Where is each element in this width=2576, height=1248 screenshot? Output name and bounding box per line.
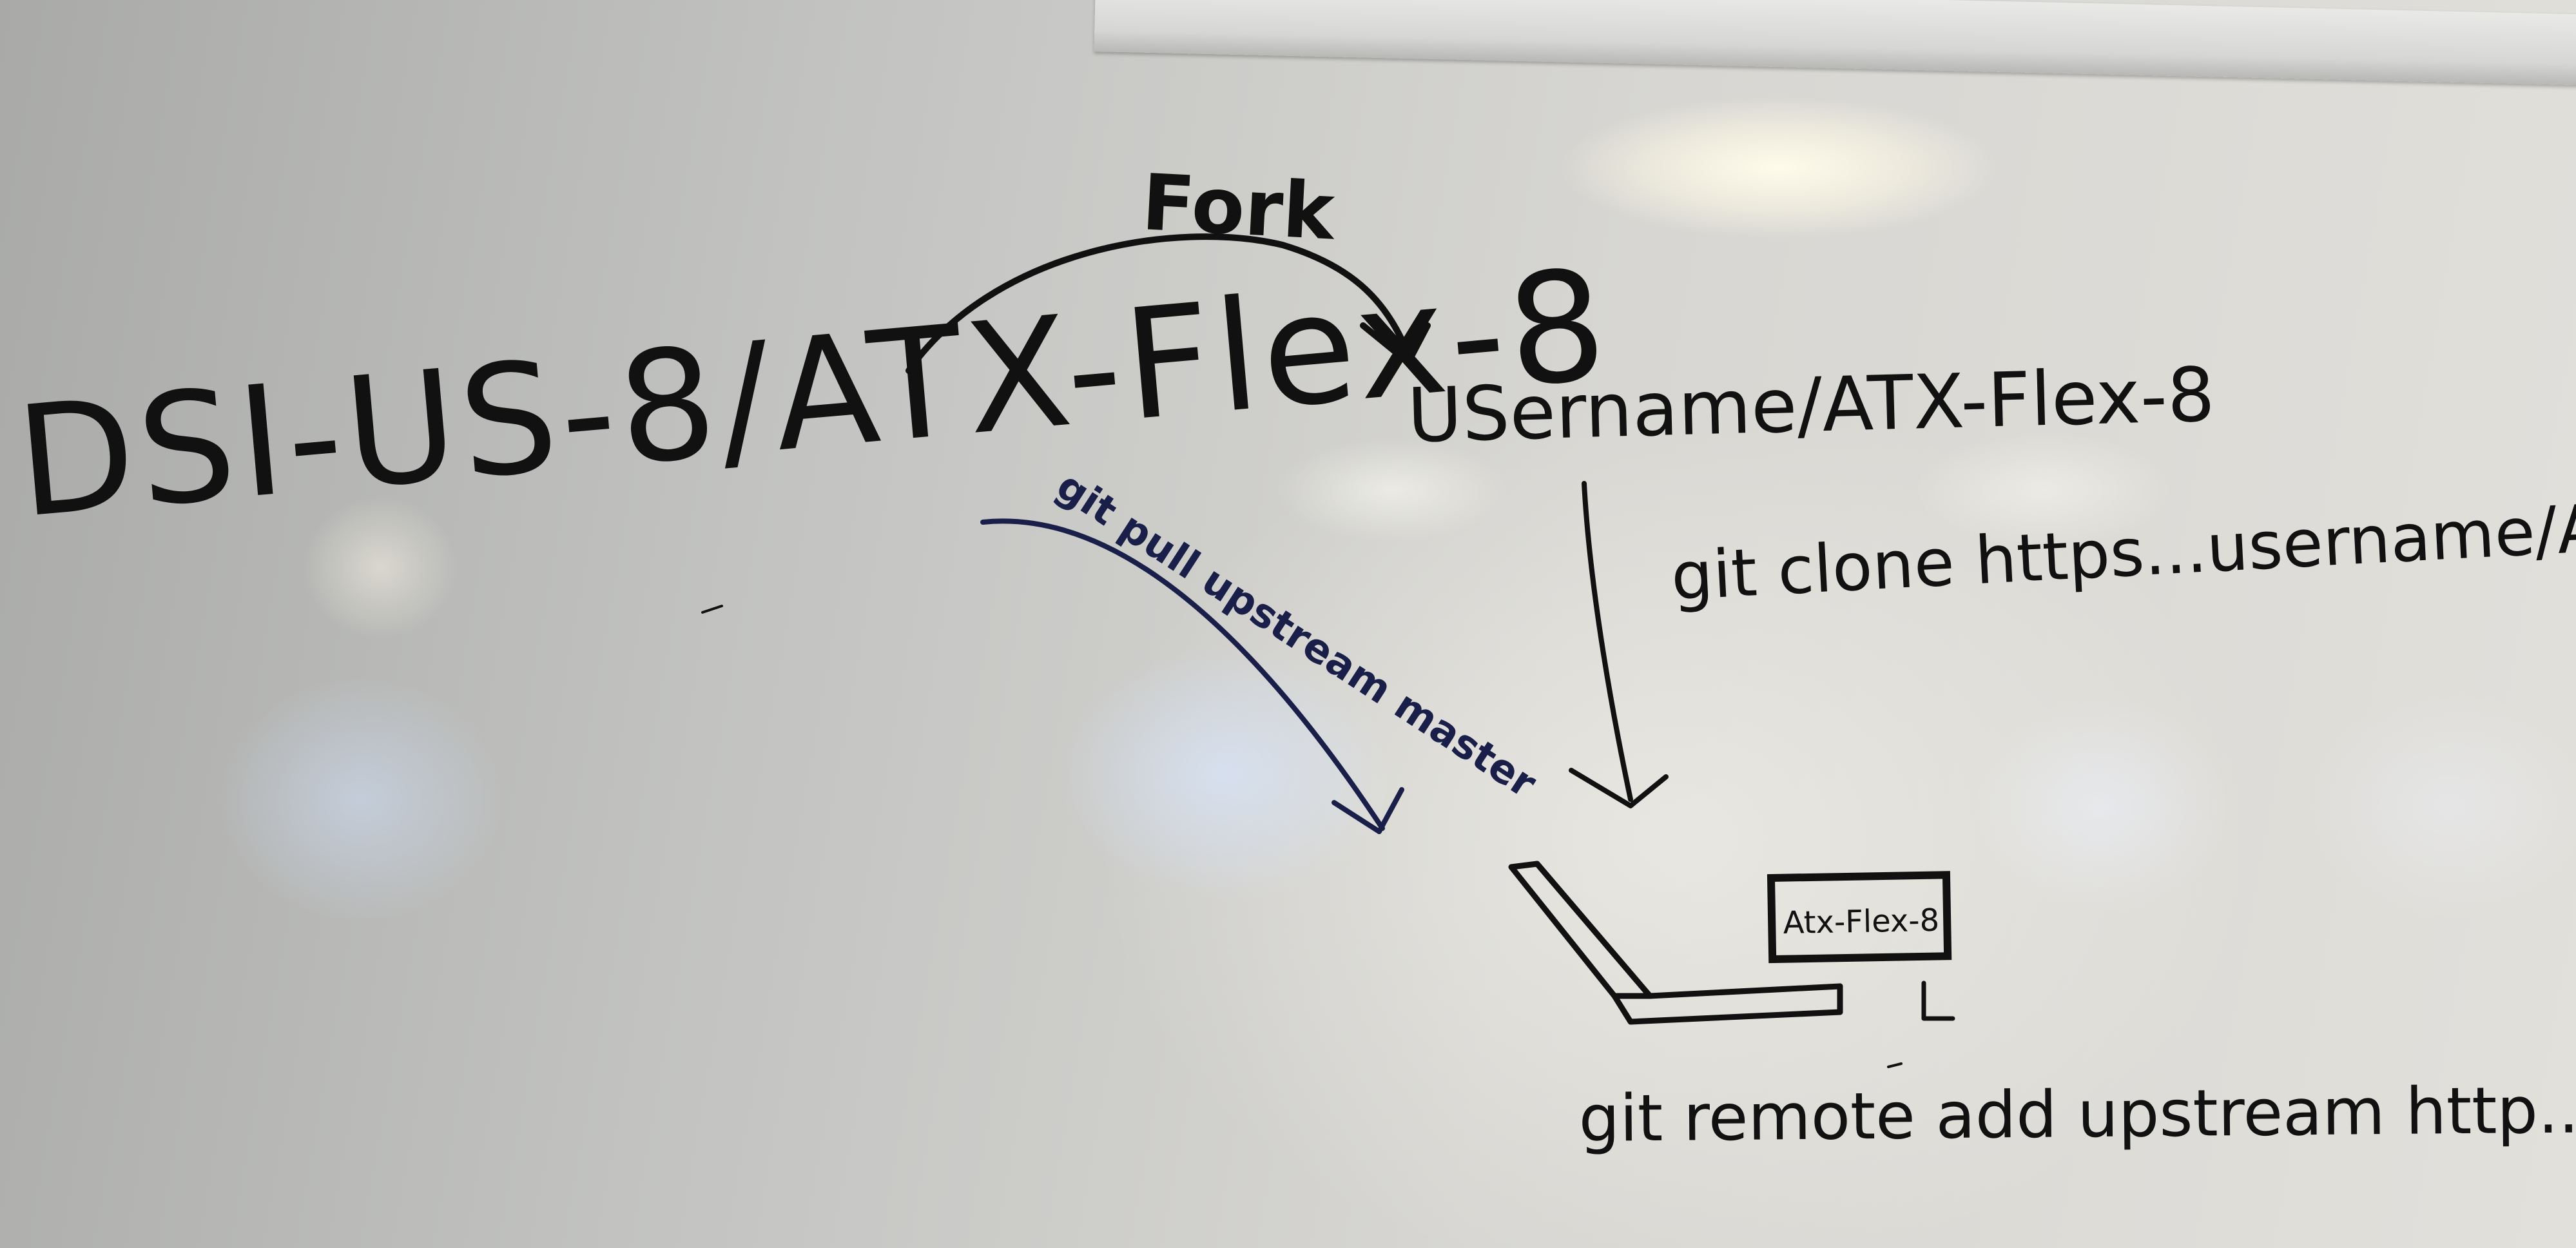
fork-arrow bbox=[905, 233, 1411, 374]
pull-arrowhead bbox=[1332, 787, 1404, 834]
marker-speck bbox=[701, 605, 723, 614]
fork-label: Fork bbox=[1139, 158, 1339, 258]
laptop-drawing bbox=[1508, 861, 1955, 1025]
laptop-screen bbox=[1767, 871, 1952, 964]
pull-arrow bbox=[980, 518, 1385, 831]
laptop-screen-label: Atx-Flex-8 bbox=[1783, 902, 1939, 941]
clone-arrow bbox=[1582, 481, 1633, 802]
clone-arrowhead bbox=[1569, 768, 1669, 808]
fork-arrowhead bbox=[1360, 322, 1431, 366]
marker-speck bbox=[1887, 1062, 1903, 1068]
user-repo-label: USername/ATX-Flex-8 bbox=[1406, 351, 2216, 460]
pull-command: git pull upstream master bbox=[1049, 462, 1545, 807]
clone-command: git clone https...username/ATX-Flex bbox=[1669, 478, 2576, 616]
remote-command: git remote add upstream http...DSI-US-8/… bbox=[1578, 1068, 2576, 1156]
upstream-repo-label: DSI-US-8/ATX-Flex-8 bbox=[10, 236, 1616, 552]
